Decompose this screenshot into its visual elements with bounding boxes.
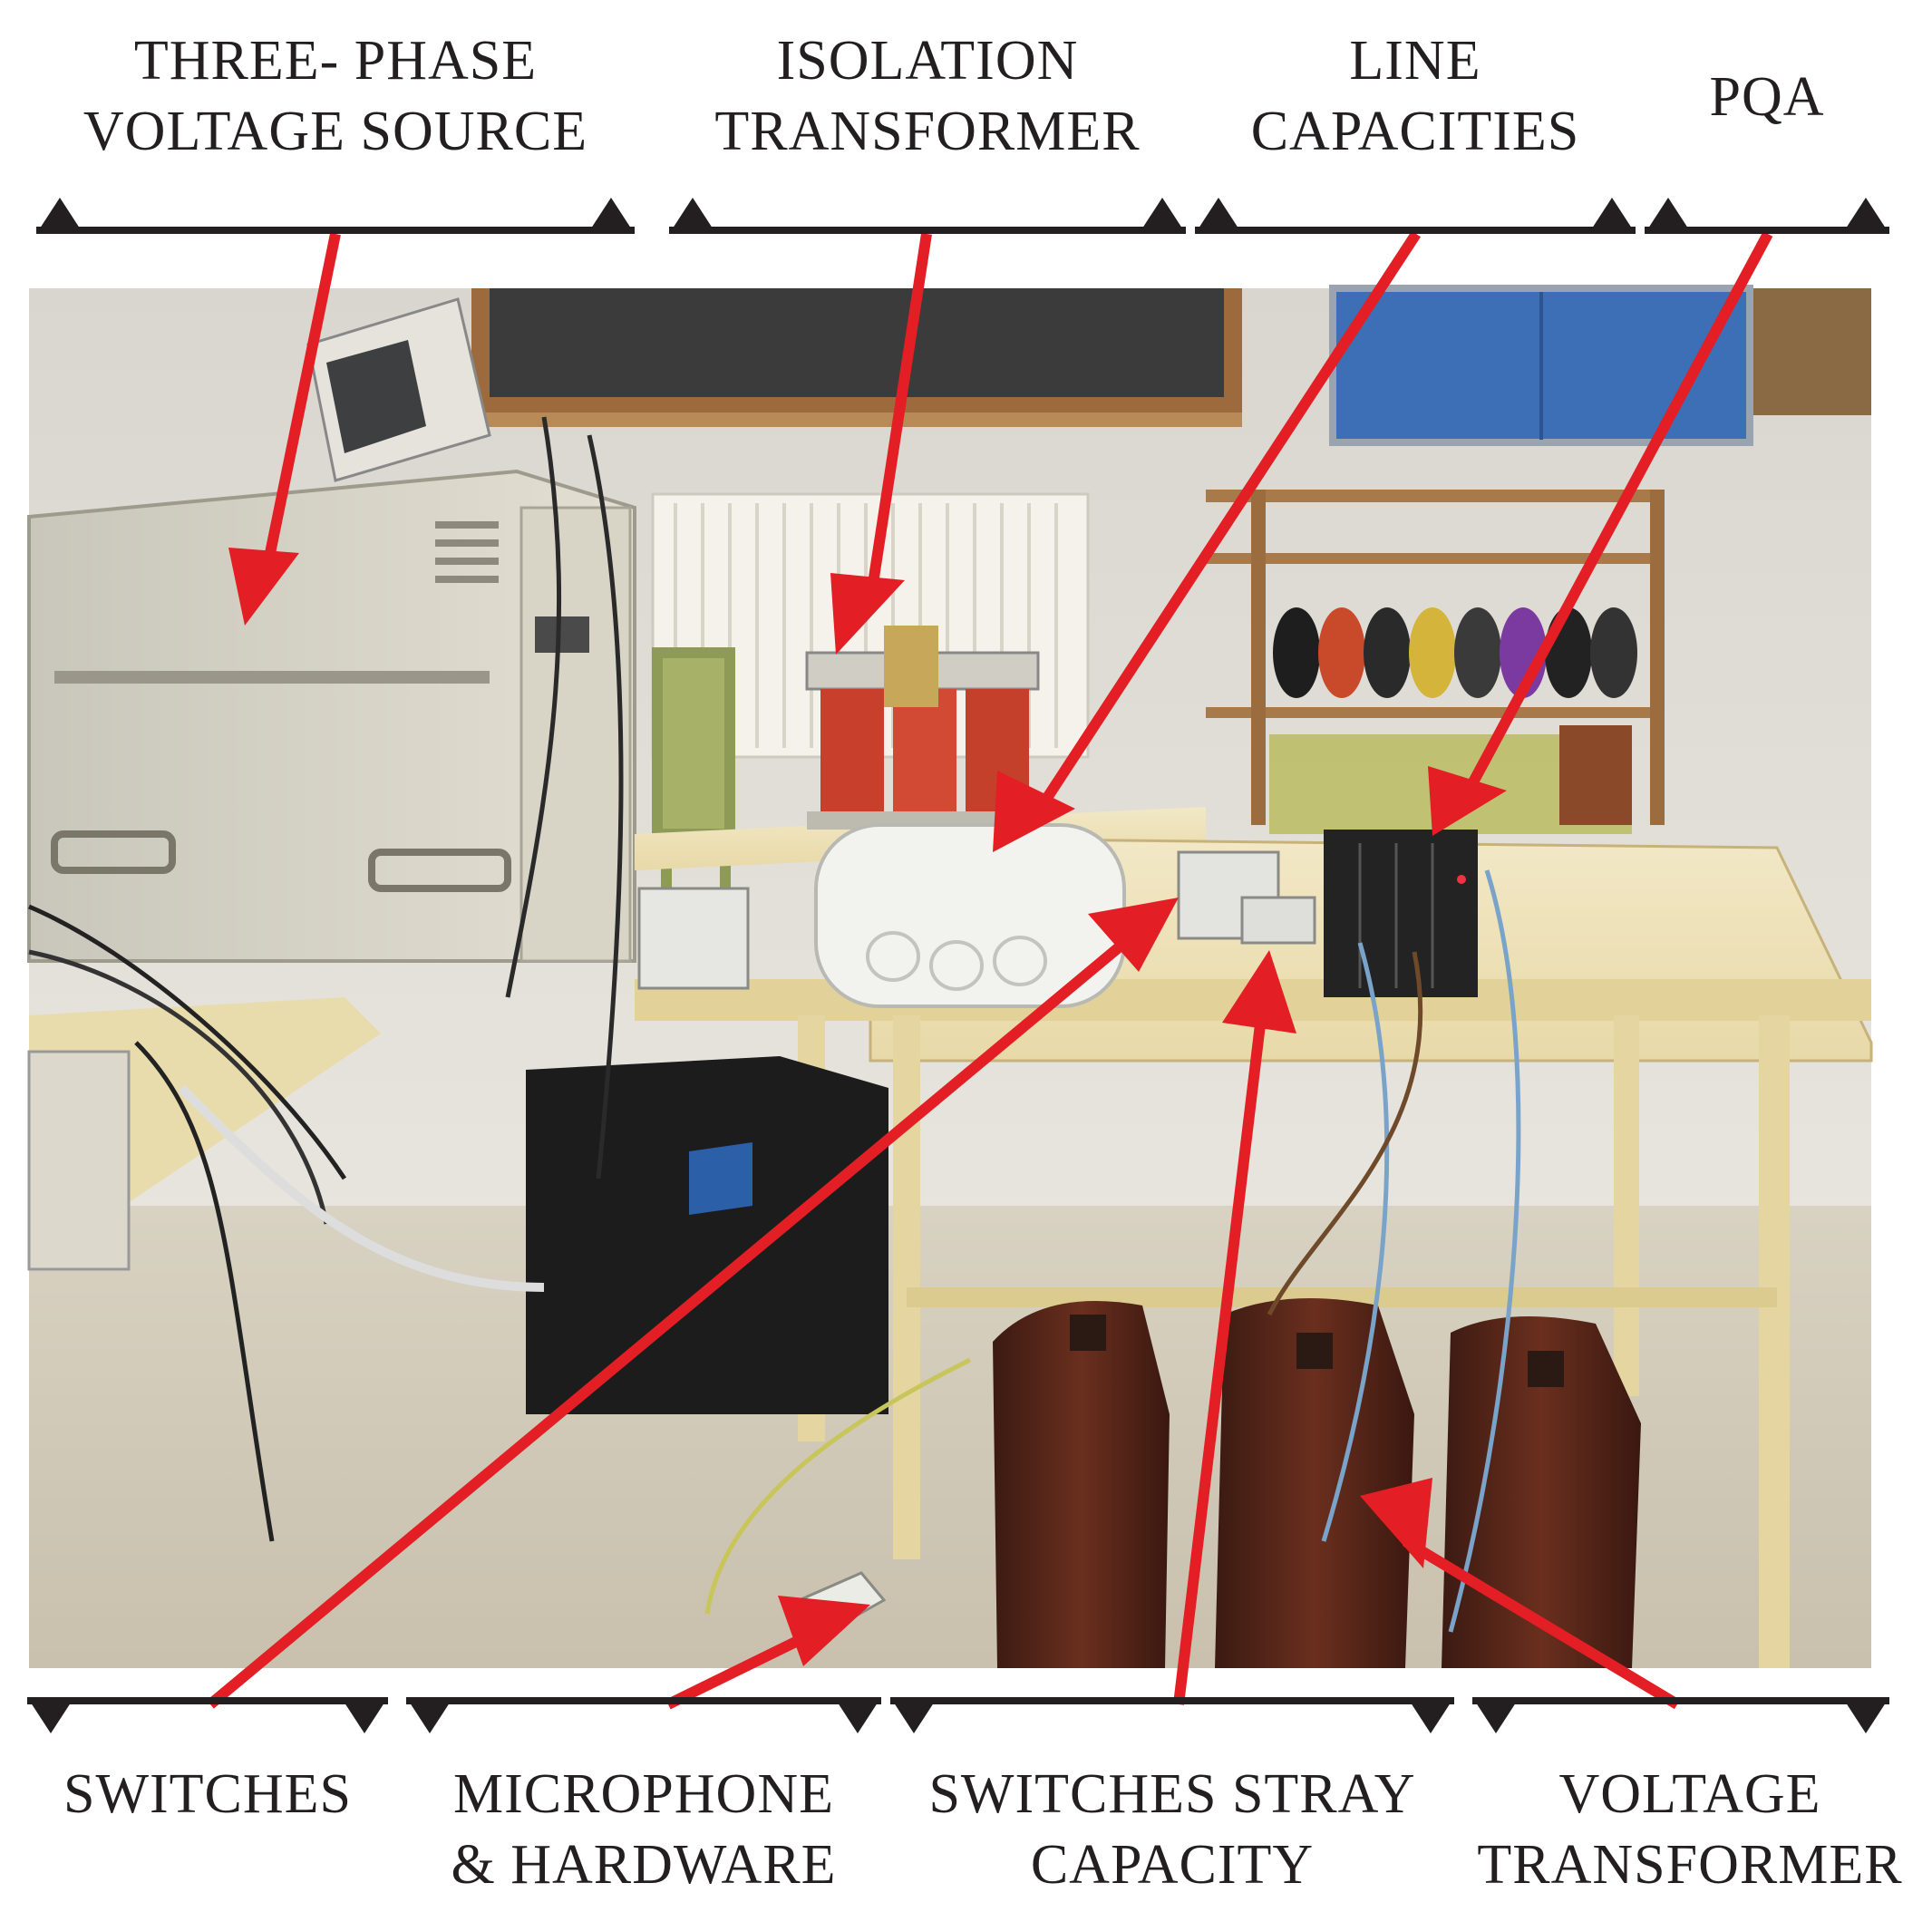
label-three-phase-voltage-source: THREE- PHASE VOLTAGE SOURCE	[36, 25, 635, 167]
arrow-isolation-transformer	[830, 233, 932, 655]
label-line-1: PQA	[1709, 66, 1825, 128]
pqa-unit	[1324, 830, 1478, 997]
arrow-voltage-source	[228, 232, 341, 626]
label-line-2: & HARDWARE	[451, 1834, 837, 1896]
label-line-1: SWITCHES	[63, 1763, 352, 1825]
bracket-isolation-transformer	[669, 198, 1186, 234]
window-glass	[490, 288, 1224, 397]
label-switches-stray-capacity: SWITCHES STRAY CAPACITY	[890, 1759, 1454, 1900]
label-line-1: MICROPHONE	[453, 1763, 834, 1825]
label-line-2: CAPACITIES	[1250, 101, 1580, 162]
arrow-line-capacities	[993, 230, 1422, 852]
bracket-switches	[27, 1697, 388, 1733]
switch-units	[637, 850, 1316, 990]
voltage-source-unit	[27, 469, 636, 963]
voltage-transformers	[993, 1298, 1641, 1668]
lab-photo	[27, 285, 1873, 1668]
arrow-voltage-transformer	[1360, 1478, 1681, 1710]
label-line-2: TRANSFORMER	[1477, 1834, 1903, 1896]
bracket-voltage-source	[36, 198, 635, 234]
label-line-2: TRANSFORMER	[714, 101, 1141, 162]
label-microphone-hardware: MICROPHONE & HARDWARE	[406, 1759, 881, 1900]
label-pqa: PQA	[1645, 62, 1889, 132]
window-sill	[471, 412, 1242, 427]
arrow-switches-stray-capacity	[1173, 950, 1296, 1705]
label-line-1: ISOLATION	[776, 30, 1079, 92]
label-line-1: LINE	[1349, 30, 1481, 92]
label-line-2: VOLTAGE SOURCE	[83, 101, 588, 162]
label-isolation-transformer: ISOLATION TRANSFORMER	[669, 25, 1186, 167]
top-brackets	[36, 198, 1889, 234]
label-line-capacities: LINE CAPACITIES	[1195, 25, 1636, 167]
label-line-2: CAPACITY	[1030, 1834, 1315, 1896]
label-voltage-transformer: VOLTAGE TRANSFORMER	[1463, 1759, 1917, 1900]
arrow-pqa	[1428, 231, 1773, 836]
label-line-1: THREE- PHASE	[133, 30, 538, 92]
oscilloscope	[306, 297, 491, 482]
bracket-voltage-transformer	[1472, 1697, 1889, 1733]
bracket-microphone	[406, 1697, 881, 1733]
isolation-transformer	[805, 626, 1040, 830]
red-arrows	[207, 230, 1773, 1710]
label-switches: SWITCHES	[27, 1759, 388, 1830]
arrow-microphone	[665, 1596, 870, 1710]
bracket-pqa	[1645, 198, 1889, 234]
bracket-switches-stray	[890, 1697, 1454, 1733]
black-enclosure	[526, 1056, 888, 1414]
label-line-1: SWITCHES STRAY	[928, 1763, 1416, 1825]
bottom-brackets	[27, 1697, 1889, 1733]
arrow-switches	[207, 898, 1179, 1709]
bracket-line-capacities	[1195, 198, 1636, 234]
label-line-1: VOLTAGE	[1558, 1763, 1821, 1825]
cables	[28, 416, 1521, 1633]
